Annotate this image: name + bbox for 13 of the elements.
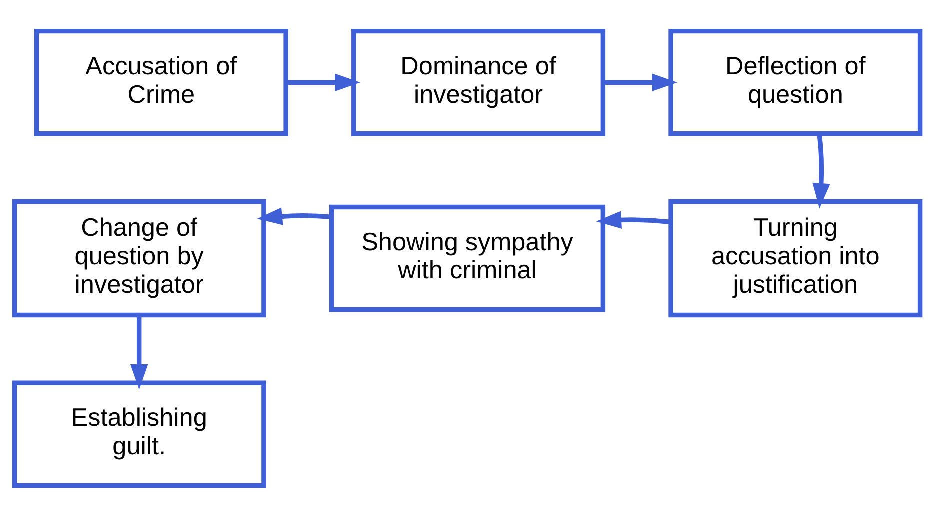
arrow: [604, 73, 678, 91]
arrow: [596, 210, 672, 228]
arrow: [812, 133, 830, 208]
node-box: Turning accusation into justification: [668, 198, 923, 318]
node-box: Change of question by investigator: [12, 198, 266, 318]
node-box: Establishing guilt.: [12, 380, 266, 488]
arrow: [286, 73, 360, 91]
arrow: [257, 207, 332, 225]
node-box: Showing sympathy with criminal: [329, 204, 606, 312]
node-box: Deflection of question: [668, 28, 923, 136]
node-box: Dominance of investigator: [352, 28, 606, 136]
arrow: [130, 315, 148, 390]
node-box: Accusation of Crime: [34, 28, 288, 136]
